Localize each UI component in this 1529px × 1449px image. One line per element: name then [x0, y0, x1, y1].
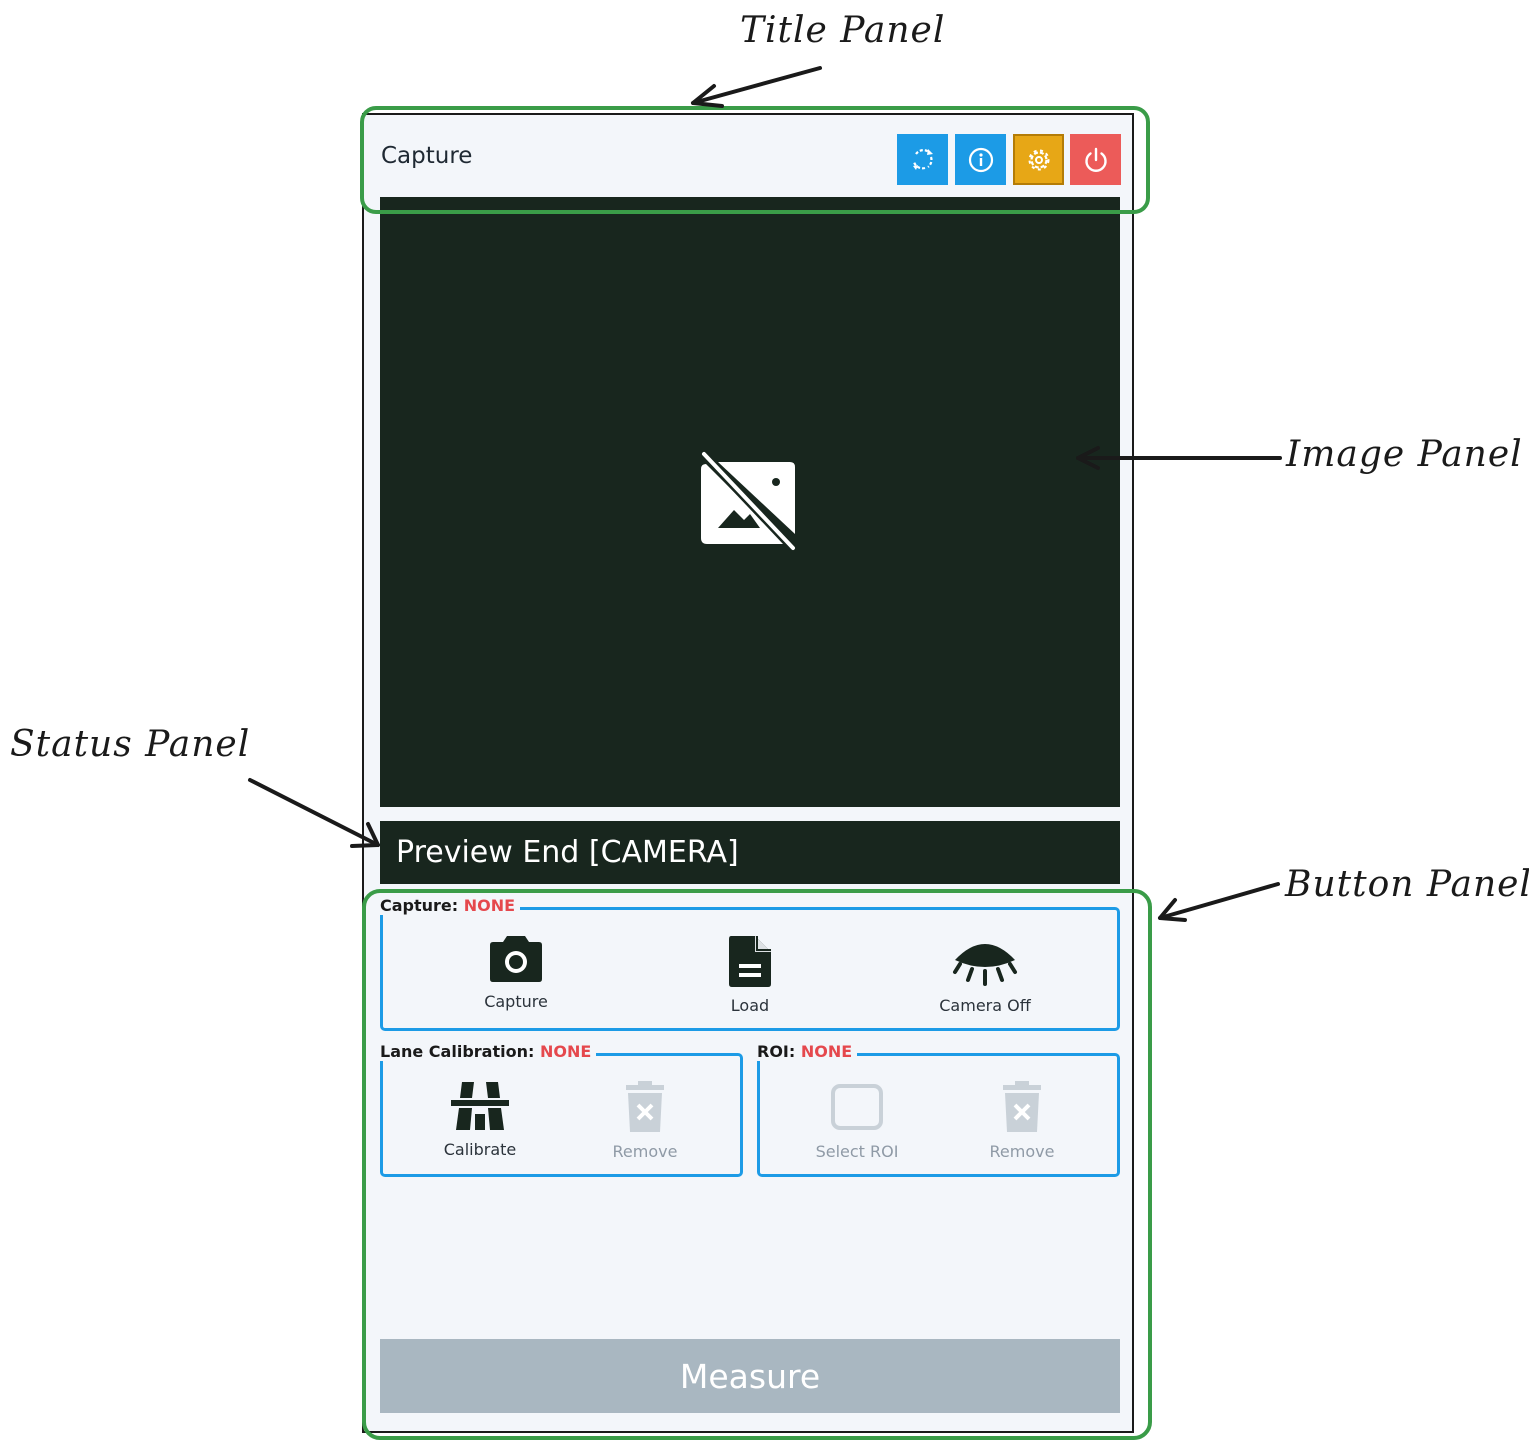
load-button[interactable]: Load: [670, 934, 830, 1015]
measure-button[interactable]: Measure: [380, 1339, 1120, 1413]
eye-closed-icon: [953, 944, 1017, 986]
rectangle-icon: [831, 1084, 883, 1130]
select-roi-button[interactable]: Select ROI: [777, 1080, 937, 1161]
roi-remove-button[interactable]: Remove: [942, 1080, 1102, 1161]
roi-legend: ROI: NONE: [757, 1042, 858, 1061]
capture-legend: Capture: NONE: [380, 896, 521, 915]
image-panel-annotation: Image Panel: [1286, 434, 1523, 475]
refresh-icon: [912, 148, 933, 170]
gear-icon: [1028, 149, 1049, 170]
image-panel: [380, 197, 1120, 807]
file-icon: [729, 936, 771, 987]
power-icon: [1084, 147, 1107, 172]
app-window: Capture: [362, 113, 1134, 1433]
lane-remove-button-label: Remove: [612, 1142, 678, 1161]
title-bar: Capture: [364, 115, 1132, 197]
trash-icon: [626, 1081, 664, 1132]
capture-button[interactable]: Capture: [436, 934, 596, 1011]
info-icon: [968, 147, 993, 172]
info-button[interactable]: [955, 134, 1006, 185]
camera-off-button-label: Camera Off: [939, 996, 1031, 1015]
title-panel-arrow: [691, 66, 822, 108]
roi-group: ROI: NONE Select ROI Remove: [757, 1042, 1120, 1177]
title-panel-annotation: Title Panel: [740, 10, 946, 51]
roi-status: NONE: [800, 1042, 853, 1061]
trash-icon: [1003, 1081, 1041, 1132]
lane-calibration-group: Lane Calibration: NONE Calibrate Re: [380, 1042, 743, 1177]
window-title: Capture: [381, 143, 473, 169]
load-button-label: Load: [730, 996, 770, 1015]
capture-group: Capture: NONE Capture Load: [380, 896, 1120, 1031]
settings-button[interactable]: [1013, 134, 1064, 185]
power-button[interactable]: [1070, 134, 1121, 185]
status-panel-annotation: Status Panel: [10, 724, 251, 765]
refresh-button[interactable]: [897, 134, 948, 185]
camera-icon: [490, 936, 542, 982]
lane-remove-button[interactable]: Remove: [565, 1080, 725, 1161]
roi-remove-button-label: Remove: [989, 1142, 1055, 1161]
status-panel-arrow: [248, 778, 380, 848]
camera-off-button[interactable]: Camera Off: [905, 934, 1065, 1015]
button-panel-arrow: [1158, 882, 1280, 922]
calibrate-button-label: Calibrate: [443, 1140, 517, 1159]
capture-status: NONE: [463, 896, 516, 915]
status-panel: Preview End [CAMERA]: [380, 821, 1120, 884]
lane-calibration-status: NONE: [539, 1042, 592, 1061]
lane-calibration-legend: Lane Calibration: NONE: [380, 1042, 597, 1061]
select-roi-button-label: Select ROI: [815, 1142, 899, 1161]
button-panel-annotation: Button Panel: [1285, 864, 1529, 905]
image-off-icon: [700, 450, 797, 552]
calibrate-button[interactable]: Calibrate: [400, 1080, 560, 1159]
road-icon: [451, 1082, 509, 1130]
capture-button-label: Capture: [484, 992, 548, 1011]
